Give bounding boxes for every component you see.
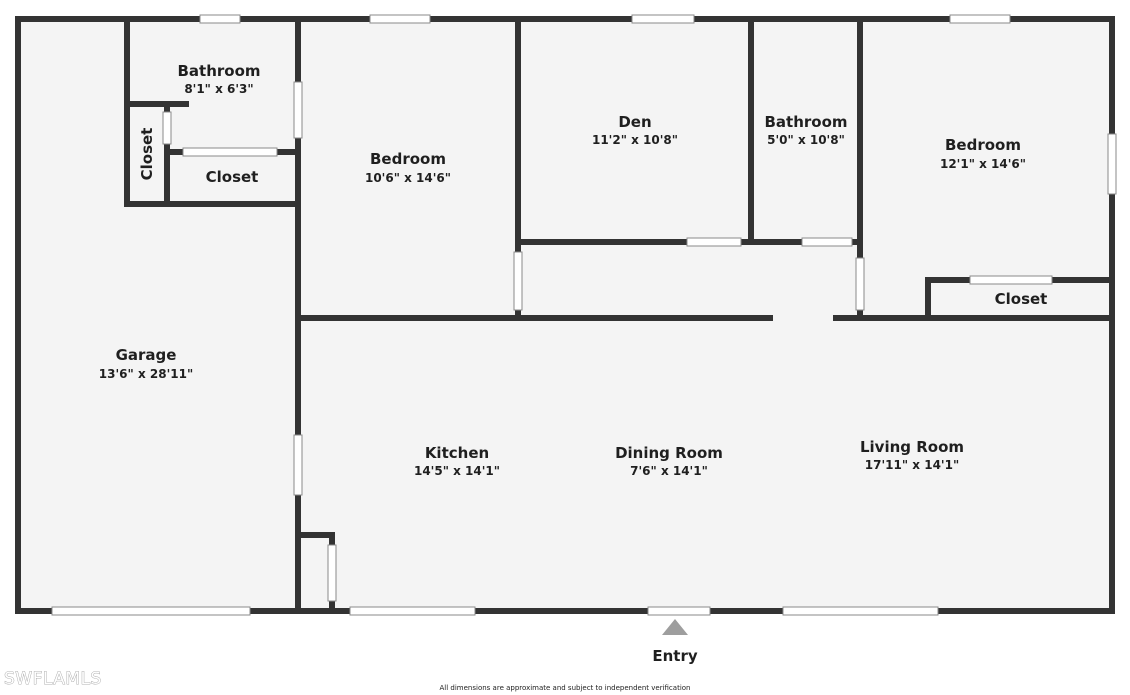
door-gap [801, 237, 853, 247]
dining-room-label: Dining Room [615, 444, 723, 462]
bedroom-1-label: Bedroom [370, 150, 446, 168]
garage-dims: 13'6" x 28'11" [99, 367, 193, 381]
window [782, 606, 939, 616]
door-gap [969, 275, 1053, 285]
window [369, 14, 431, 24]
watermark-logo: SWFLAMLS [4, 669, 102, 689]
door-gap [327, 544, 337, 602]
den-dims: 11'2" x 10'8" [592, 133, 678, 147]
living-room-dims: 17'11" x 14'1" [865, 458, 959, 472]
garage-label: Garage [116, 346, 177, 364]
bathroom-1-dims: 8'1" x 6'3" [184, 82, 253, 96]
bathroom-2-dims: 5'0" x 10'8" [767, 133, 845, 147]
bedroom-1-dims: 10'6" x 14'6" [365, 171, 451, 185]
entry-door [647, 606, 711, 616]
kitchen-label: Kitchen [425, 444, 489, 462]
closet-1-label: Closet [138, 128, 156, 181]
door-gap [513, 251, 523, 311]
door-gap [293, 434, 303, 496]
bathroom-1-label: Bathroom [177, 62, 260, 80]
closet-2-label: Closet [206, 168, 259, 186]
window [631, 14, 695, 24]
window [349, 606, 476, 616]
door-gap [686, 237, 742, 247]
door-gap [162, 111, 172, 145]
disclaimer-text: All dimensions are approximate and subje… [440, 684, 691, 692]
door-gap [182, 147, 278, 157]
door-gap [293, 81, 303, 139]
window [949, 14, 1011, 24]
den-label: Den [618, 113, 651, 131]
living-room-label: Living Room [860, 438, 964, 456]
entry-arrow-icon [662, 619, 688, 635]
kitchen-dims: 14'5" x 14'1" [414, 464, 500, 478]
bathroom-2-label: Bathroom [764, 113, 847, 131]
garage-door [51, 606, 251, 616]
openings [51, 14, 1117, 616]
window [1107, 133, 1117, 195]
door-gap [855, 257, 865, 311]
closet-3-label: Closet [995, 290, 1048, 308]
window [199, 14, 241, 24]
dining-room-dims: 7'6" x 14'1" [630, 464, 708, 478]
bedroom-2-dims: 12'1" x 14'6" [940, 157, 1026, 171]
entry-label: Entry [652, 647, 697, 665]
bedroom-2-label: Bedroom [945, 136, 1021, 154]
